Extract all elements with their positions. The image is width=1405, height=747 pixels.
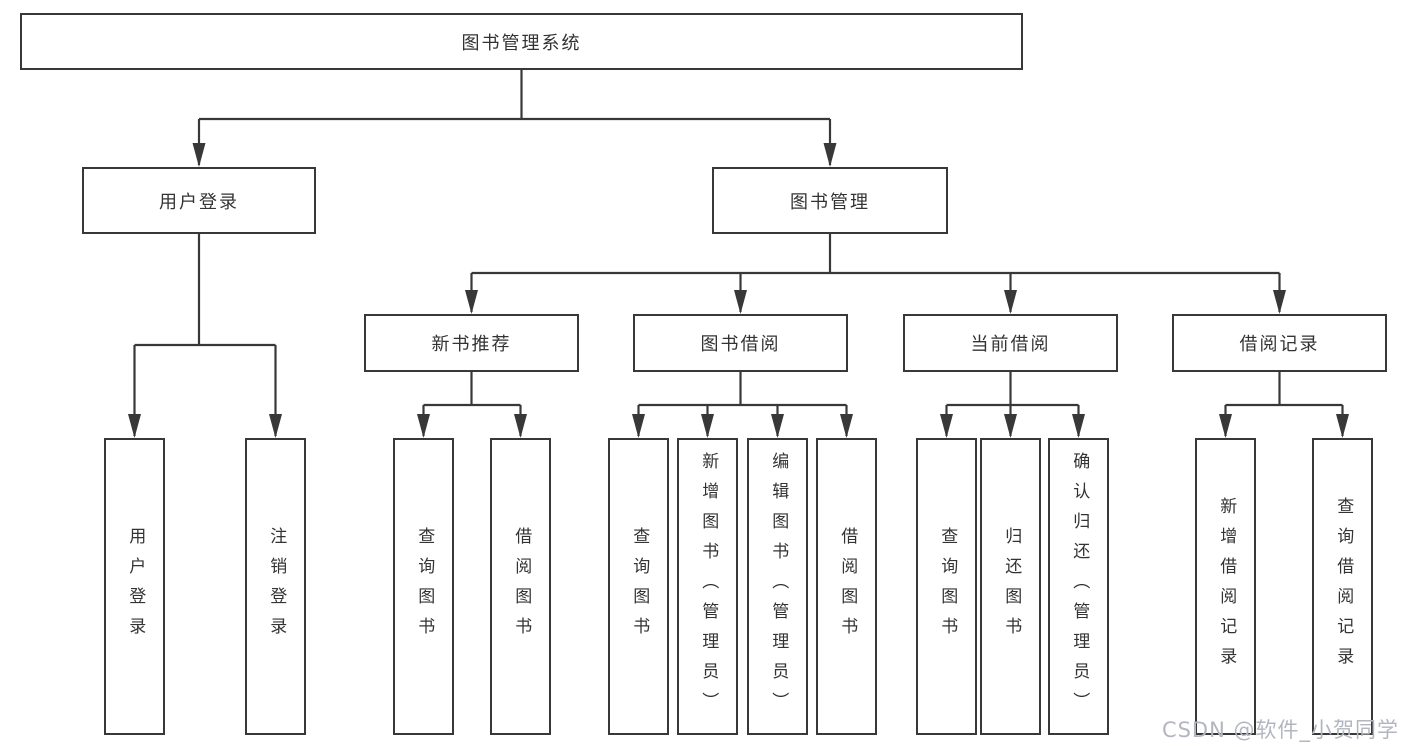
node-library-management-system: 图书管理系统 [20, 13, 1023, 70]
node-book-borrowing-label: 图书借阅 [700, 334, 781, 355]
leaf-confirm-return-admin-label: 确认归还（管理员） [1069, 451, 1090, 722]
node-book-management: 图书管理 [712, 167, 948, 234]
node-book-borrowing: 图书借阅 [633, 314, 848, 372]
leaf-return-book-label: 归还图书 [1001, 526, 1022, 647]
node-new-book-recommendation: 新书推荐 [364, 314, 579, 372]
leaf-query-books-current: 查询图书 [916, 438, 977, 735]
node-current-borrowing-label: 当前借阅 [970, 334, 1051, 355]
node-user-login: 用户登录 [82, 167, 316, 234]
node-library-management-system-label: 图书管理系统 [461, 32, 582, 54]
node-borrowing-records-label: 借阅记录 [1239, 334, 1320, 355]
leaf-borrow-books-recommend-label: 借阅图书 [511, 526, 532, 647]
node-book-management-label: 图书管理 [790, 191, 870, 213]
leaf-query-borrow-record: 查询借阅记录 [1312, 438, 1373, 735]
csdn-watermark: CSDN @软件_小贺同学 [1161, 718, 1399, 742]
leaf-add-borrow-record-label: 新增借阅记录 [1216, 496, 1237, 677]
leaf-edit-book-admin-label: 编辑图书（管理员） [768, 451, 789, 722]
leaf-query-books-current-label: 查询图书 [937, 526, 958, 647]
node-new-book-recommendation-label: 新书推荐 [431, 334, 512, 355]
leaf-add-book-admin: 新增图书（管理员） [677, 438, 738, 735]
leaf-return-book: 归还图书 [980, 438, 1041, 735]
leaf-confirm-return-admin: 确认归还（管理员） [1048, 438, 1109, 735]
leaf-query-books-borrow-label: 查询图书 [629, 526, 650, 647]
node-borrowing-records: 借阅记录 [1172, 314, 1387, 372]
leaf-logout: 注销登录 [245, 438, 306, 735]
leaf-borrow-books: 借阅图书 [816, 438, 877, 735]
leaf-add-book-admin-label: 新增图书（管理员） [698, 451, 719, 722]
leaf-borrow-books-label: 借阅图书 [837, 526, 858, 647]
leaf-add-borrow-record: 新增借阅记录 [1195, 438, 1256, 735]
leaf-query-books-borrow: 查询图书 [608, 438, 669, 735]
leaf-user-login: 用户登录 [104, 438, 165, 735]
node-current-borrowing: 当前借阅 [903, 314, 1118, 372]
node-user-login-label: 用户登录 [159, 191, 239, 213]
leaf-query-borrow-record-label: 查询借阅记录 [1333, 496, 1354, 677]
leaf-logout-label: 注销登录 [266, 526, 287, 647]
leaf-query-books-recommend-label: 查询图书 [414, 526, 435, 647]
leaf-borrow-books-recommend: 借阅图书 [490, 438, 551, 735]
leaf-query-books-recommend: 查询图书 [393, 438, 454, 735]
leaf-edit-book-admin: 编辑图书（管理员） [747, 438, 808, 735]
leaf-user-login-label: 用户登录 [125, 526, 146, 647]
